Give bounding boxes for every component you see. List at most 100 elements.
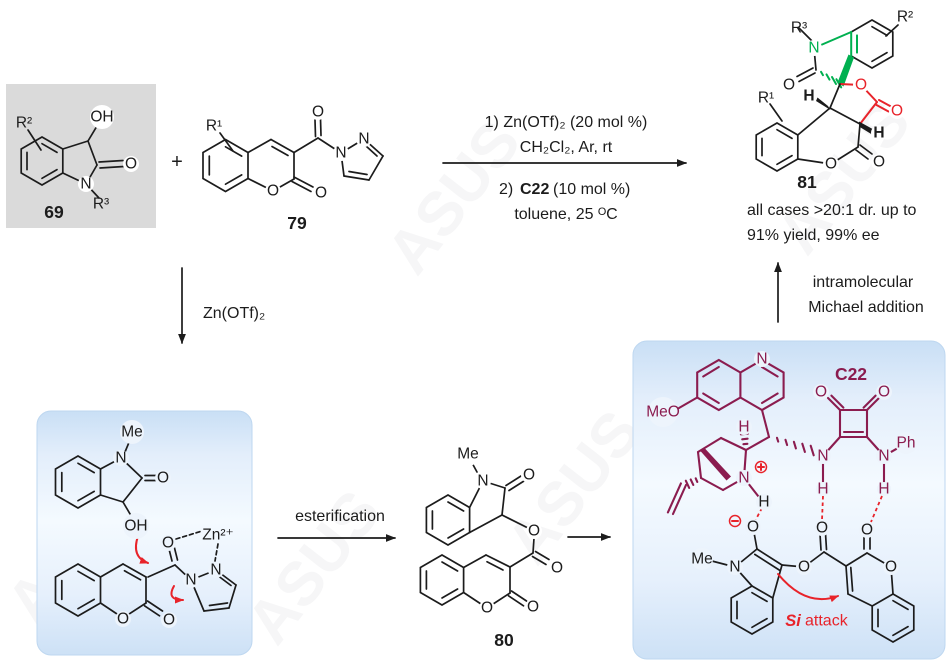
coumarin-carbonyl-oxygen: O xyxy=(527,599,539,616)
zn-n-coordination xyxy=(214,543,219,562)
stereo-h-label: H xyxy=(738,419,749,436)
zn-o-coordination xyxy=(175,530,203,540)
r2-label: R² xyxy=(897,9,913,26)
h-wedge-left xyxy=(816,97,831,110)
green-wedge-bond xyxy=(837,54,854,87)
r1-label: R¹ xyxy=(758,90,774,107)
reaction-conditions: 1) Zn(OTf)₂ (20 mol %) CH₂Cl₂, Ar, rt 2)… xyxy=(442,114,687,223)
michael-label-1: intramolecular xyxy=(813,274,914,291)
catalyst-transition-state: N MeO H N H O Me N O O O O O O N N H H P… xyxy=(646,351,917,643)
results-line2: 91% yield, 99% ee xyxy=(747,227,880,244)
squaramide-nh-left: N xyxy=(817,448,828,465)
nitrogen-label: N xyxy=(80,176,91,193)
michael-label-2: Michael addition xyxy=(808,299,924,316)
acyl-oxygen-label: O xyxy=(312,104,324,121)
stereo-h-right: H xyxy=(873,125,884,142)
pyrazole-n2-label: N xyxy=(358,131,369,148)
oxygen-label: O xyxy=(125,156,137,173)
zinc-intermediate: Me N O OH O Zn²⁺ O O N N xyxy=(54,420,237,629)
svg-text:ASUS: ASUS xyxy=(234,478,394,656)
squaramide-h-left: H xyxy=(817,481,828,498)
squaramide-nh-right: N xyxy=(878,448,889,465)
compound-69-number: 69 xyxy=(44,202,64,222)
r3-label: R³ xyxy=(791,20,807,37)
r3-label: R³ xyxy=(93,196,109,213)
ammonium-h-label: H xyxy=(758,494,769,511)
indole-nitrogen-label: N xyxy=(729,559,740,576)
indoline-nitrogen-label: N xyxy=(808,40,819,57)
compound-80-number: 80 xyxy=(494,630,514,650)
coumarin-ring-oxygen: O xyxy=(481,600,493,617)
oxindole-carbonyl-oxygen: O xyxy=(157,470,169,487)
h-bond-3 xyxy=(870,495,883,523)
ester-oxygen-label: O xyxy=(798,559,810,576)
acyl-oxygen-label: O xyxy=(162,535,174,552)
chromanone-carbonyl-oxygen-label: O xyxy=(873,154,885,171)
furanone-oxygen-label: O xyxy=(855,77,867,94)
coumarin-ring-oxygen: O xyxy=(885,559,897,576)
hydroxyl-label: OH xyxy=(124,518,147,535)
oxindole-nitrogen-label: N xyxy=(115,450,126,467)
h-bond-1 xyxy=(754,507,763,522)
compound-79-number: 79 xyxy=(287,213,307,233)
pyrazole-n2-label: N xyxy=(210,562,221,579)
zinc-label: Zn(OTf)₂ xyxy=(203,305,265,322)
svg-text:ASUS: ASUS xyxy=(494,398,654,576)
condition-step2-prefix: 2) xyxy=(499,181,513,198)
chromanone-ring-oxygen-label: O xyxy=(825,156,837,173)
h-wedge-right xyxy=(859,121,874,135)
plus-charge-icon xyxy=(754,460,768,474)
methoxy-label: MeO xyxy=(646,404,680,421)
coumarin-carbonyl-oxygen: O xyxy=(163,612,175,629)
results-line1: all cases >20:1 dr. up to xyxy=(747,202,917,219)
compound-69: OH O N R³ R² 69 xyxy=(16,105,139,222)
pyrazole-n1-label: N xyxy=(185,572,196,589)
quinuclidine-wedge xyxy=(700,448,731,481)
condition-step2-solvent: toluene, 25 ᴼC xyxy=(514,206,617,223)
ring-oxygen-label: O xyxy=(267,183,279,200)
n-methyl-label: Me xyxy=(691,551,713,568)
ester-carbonyl-oxygen: O xyxy=(816,520,828,537)
zinc-activation-step: Zn(OTf)₂ xyxy=(178,267,265,344)
quinuclidinium-nitrogen-label: N xyxy=(738,470,749,487)
plus-sign: + xyxy=(171,151,183,173)
hydroxyl-label: OH xyxy=(90,109,113,126)
compound-81-number: 81 xyxy=(797,172,817,192)
attack-label: attack xyxy=(805,613,849,630)
condition-step2-catalyst: C22 xyxy=(520,181,549,198)
enolate-oxygen-label: O xyxy=(747,519,759,536)
compound-79: O O O N N R¹ 79 xyxy=(202,104,384,233)
si-face-label: Si xyxy=(785,612,801,630)
si-attack-arrow xyxy=(777,573,839,603)
catalyst-name-label: C22 xyxy=(835,364,867,384)
amide-oxygen-label: O xyxy=(783,77,795,94)
n-methyl-label: Me xyxy=(457,446,479,463)
esterification-label: esterification xyxy=(295,508,385,525)
coumarin-ring-oxygen: O xyxy=(117,611,129,628)
esterification-step: esterification xyxy=(277,508,396,542)
ester-oxygen-label: O xyxy=(528,523,540,540)
furanone-carbonyl-oxygen-label: O xyxy=(891,103,903,120)
n-methyl-label: Me xyxy=(121,424,143,441)
pyrazole-n1-label: N xyxy=(335,145,346,162)
compound-80: Me N O O O O O 80 xyxy=(419,442,565,650)
oxindole-carbonyl-oxygen: O xyxy=(523,467,535,484)
compound-81: N O O O O O H H R³ R² R¹ 81 xyxy=(755,9,913,192)
curved-arrow-oh-attack xyxy=(135,535,149,564)
results-text: all cases >20:1 dr. up to 91% yield, 99%… xyxy=(747,202,917,244)
quinoline-nitrogen-label: N xyxy=(756,351,767,368)
condition-step1: 1) Zn(OTf)₂ (20 mol %) xyxy=(485,114,648,131)
michael-addition-step: intramolecular Michael addition xyxy=(774,262,924,323)
minus-charge-icon xyxy=(728,514,742,528)
r1-label: R¹ xyxy=(206,118,222,135)
squaramide-oxygen-right: O xyxy=(878,384,890,401)
lactone-oxygen-label: O xyxy=(315,185,327,202)
condition-step1-solvent: CH₂Cl₂, Ar, rt xyxy=(520,139,613,156)
curved-arrow-pyrazole xyxy=(170,585,184,604)
phenyl-label: Ph xyxy=(897,435,916,452)
condition-step2-suffix: (10 mol %) xyxy=(553,181,630,198)
oxindole-nitrogen-label: N xyxy=(477,473,488,490)
squaramide-oxygen-left: O xyxy=(815,384,827,401)
